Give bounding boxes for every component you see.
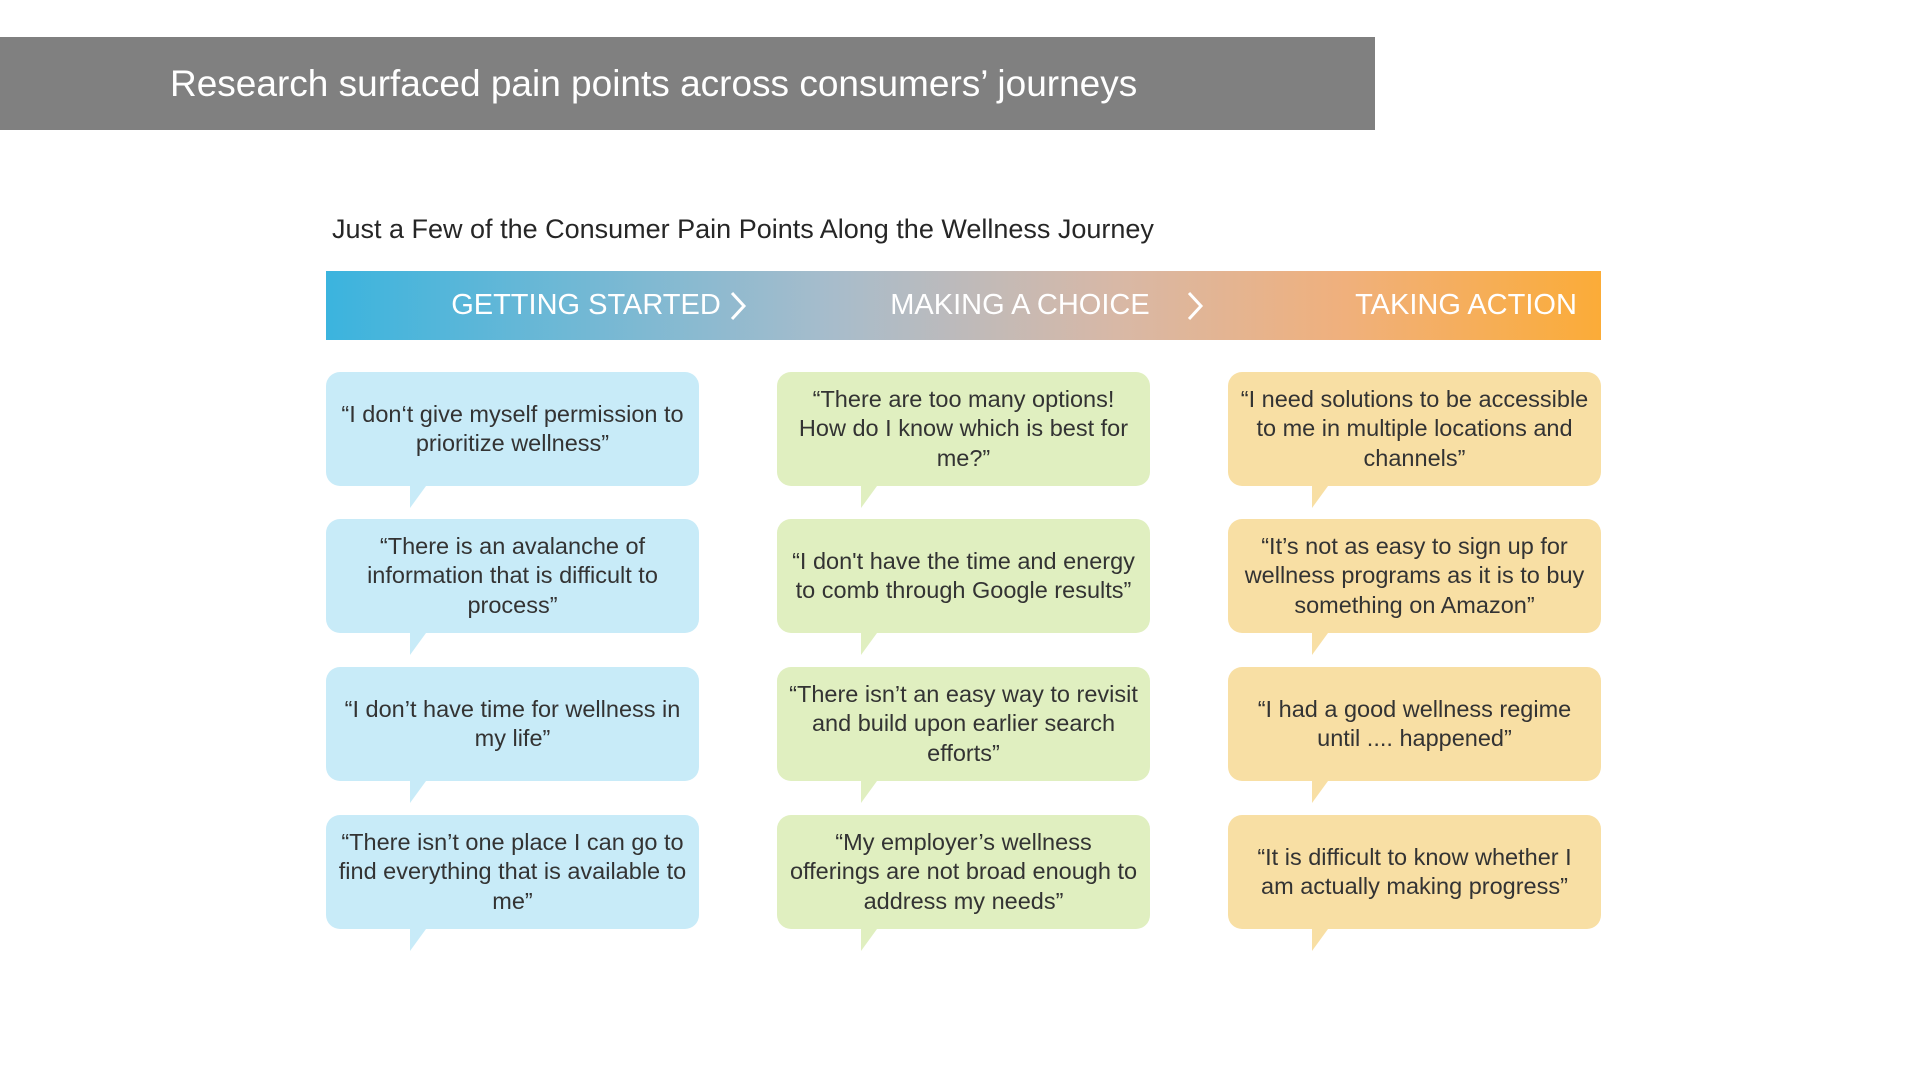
quote-bubble: “There isn’t an easy way to revisit and … [777, 667, 1150, 803]
quote-text: “There are too many options! How do I kn… [798, 385, 1129, 471]
diagram-subtitle: Just a Few of the Consumer Pain Points A… [332, 214, 1154, 244]
quote-text: “My employer’s wellness offerings are no… [789, 828, 1138, 914]
chevron-right-icon [1180, 271, 1210, 340]
quote-text: “There is an avalanche of information th… [367, 532, 658, 618]
quote-text: “There isn’t an easy way to revisit and … [789, 680, 1138, 766]
quote-text: “I don’t have time for wellness in my li… [344, 695, 681, 752]
quote-text: “I don‘t give myself permission to prior… [341, 400, 684, 457]
quote-bubble: “It is difficult to know whether I am ac… [1228, 815, 1601, 951]
chevron-right-icon [723, 271, 753, 340]
quote-text: “There isn’t one place I can go to find … [338, 828, 687, 914]
quote-text: “I had a good wellness regime until ....… [1257, 695, 1572, 752]
quote-bubble: “I need solutions to be accessible to me… [1228, 372, 1601, 508]
quote-bubble: “It’s not as easy to sign up for wellnes… [1228, 519, 1601, 655]
quote-bubble: “I don't have the time and energy to com… [777, 519, 1150, 655]
slide-title: Research surfaced pain points across con… [170, 63, 1138, 104]
quote-text: “It’s not as easy to sign up for wellnes… [1244, 532, 1585, 618]
quote-bubble: “There is an avalanche of information th… [326, 519, 699, 655]
title-bar: Research surfaced pain points across con… [0, 37, 1375, 130]
stage-getting-started: GETTING STARTED [451, 289, 721, 321]
quote-bubble: “There isn’t one place I can go to find … [326, 815, 699, 951]
quote-bubble: “I don’t have time for wellness in my li… [326, 667, 699, 803]
quote-bubble: “There are too many options! How do I kn… [777, 372, 1150, 508]
quote-text: “I need solutions to be accessible to me… [1240, 385, 1589, 471]
quote-bubble: “I had a good wellness regime until ....… [1228, 667, 1601, 803]
journey-stage-bar: GETTING STARTED MAKING A CHOICE TAKING A… [326, 271, 1601, 340]
quote-text: “It is difficult to know whether I am ac… [1257, 843, 1572, 900]
quote-bubble: “I don‘t give myself permission to prior… [326, 372, 699, 508]
stage-taking-action: TAKING ACTION [1355, 289, 1577, 321]
quote-text: “I don't have the time and energy to com… [792, 547, 1135, 604]
quote-bubble: “My employer’s wellness offerings are no… [777, 815, 1150, 951]
stage-making-a-choice: MAKING A CHOICE [890, 289, 1150, 321]
